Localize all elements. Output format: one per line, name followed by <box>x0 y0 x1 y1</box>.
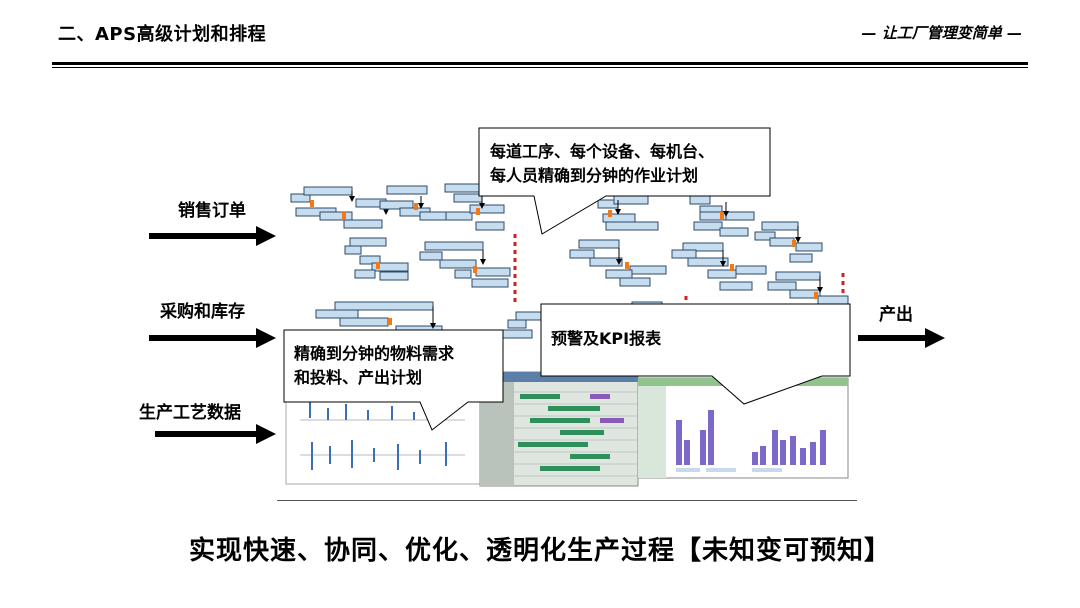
callout-schedule-bubble <box>478 127 771 235</box>
output-label: 产出 <box>879 305 913 325</box>
callout-kpi: 预警及KPI报表 <box>551 329 662 348</box>
arrow-output-icon <box>858 328 945 348</box>
arrow-purchase-inventory-icon <box>149 328 276 348</box>
gantt-cluster <box>754 221 849 305</box>
footer-divider <box>277 500 857 501</box>
callout-material: 精确到分钟的物料需求 和投料、产出计划 <box>294 342 454 390</box>
gantt-cluster <box>569 239 767 291</box>
header-rule-thin <box>52 67 1028 68</box>
page-title: 二、APS高级计划和排程 <box>58 24 267 45</box>
screenshot-gantt-app <box>479 371 639 487</box>
input-label-process-data: 生产工艺数据 <box>139 403 241 423</box>
callout-kpi-bubble <box>540 303 851 405</box>
header-rule-thick <box>52 62 1028 65</box>
callout-material-line1: 精确到分钟的物料需求 <box>294 344 455 363</box>
callout-material-line2: 和投料、产出计划 <box>294 368 423 387</box>
callout-schedule-line2: 每人员精确到分钟的作业计划 <box>490 166 699 185</box>
callout-material-bubble <box>283 329 504 431</box>
gantt-cluster <box>419 241 511 288</box>
callout-schedule: 每道工序、每个设备、每机台、 每人员精确到分钟的作业计划 <box>490 140 714 188</box>
gantt-cluster <box>379 183 505 231</box>
callout-schedule-line1: 每道工序、每个设备、每机台、 <box>490 142 715 161</box>
footer-slogan: 实现快速、协同、优化、透明化生产过程【未知变可预知】 <box>188 536 891 566</box>
arrow-process-data-icon <box>155 424 276 444</box>
gantt-cluster <box>344 237 409 281</box>
arrow-sales-order-icon <box>149 226 276 246</box>
gantt-cluster <box>290 186 387 229</box>
gantt-cluster <box>597 195 755 237</box>
header-slogan: — 让工厂管理变简单 — <box>861 24 1022 42</box>
input-label-sales-order: 销售订单 <box>178 201 246 221</box>
input-label-purchase-inventory: 采购和库存 <box>160 302 245 322</box>
